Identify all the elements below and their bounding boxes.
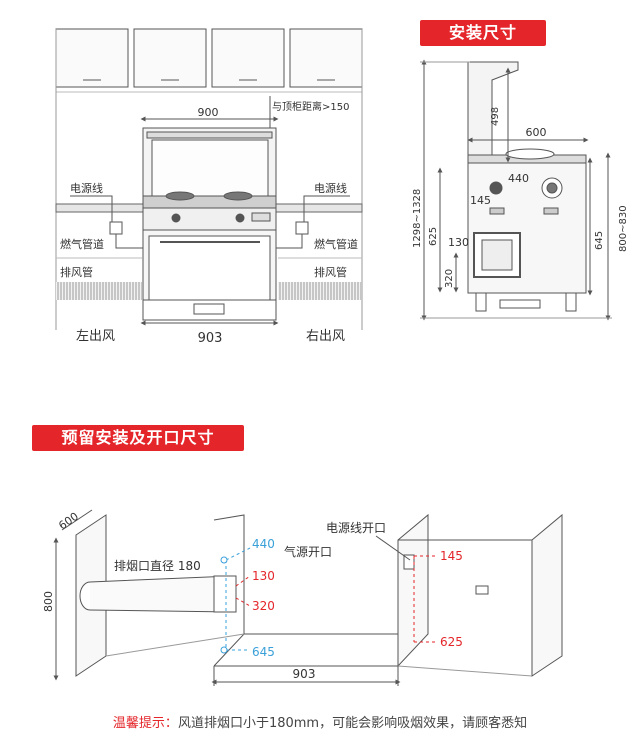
exhaust-diameter-label: 排烟口直径 180	[114, 559, 201, 573]
power-opening-label: 电源线开口	[326, 521, 386, 535]
front-dim-900: 900	[198, 106, 219, 119]
footer-warning: 温馨提示：风道排烟口小于180mm，可能会影响吸烟效果，请顾客悉知	[0, 712, 640, 731]
warning-label: 温馨提示：	[112, 716, 178, 731]
side-dim-800-830: 800~830	[618, 205, 629, 252]
opening-dim-145: 145	[440, 549, 463, 563]
power-opening-leader	[375, 535, 411, 561]
exhaust-right-label: 排风管	[314, 265, 347, 279]
opening-dim-320: 320	[252, 599, 275, 613]
left-outlet-label: 左出风	[76, 329, 115, 344]
gas-floor-marker	[220, 646, 228, 654]
right-outlet-label: 右出风	[306, 329, 345, 344]
power-opening-guides	[235, 555, 436, 643]
reserved-opening-banner: 预留安装及开口尺寸	[32, 425, 244, 451]
side-dim-440: 440	[508, 172, 529, 185]
side-dim-130: 130	[448, 236, 469, 249]
exhaust-left-label: 排风管	[60, 265, 93, 279]
install-size-banner: 安装尺寸	[420, 20, 546, 46]
opening-dim-903: 903	[293, 667, 316, 681]
side-dim-1298-1328: 1298~1328	[412, 189, 423, 248]
side-view	[420, 59, 612, 321]
power-line-right-label: 电源线	[314, 181, 347, 195]
gas-pipe-left-label: 燃气管道	[60, 237, 104, 251]
power-line-left-label: 电源线	[70, 181, 103, 195]
side-dim-625: 625	[428, 227, 439, 246]
opening-view	[53, 509, 563, 686]
opening-dim-625: 625	[440, 635, 463, 649]
opening-dim-800: 800	[42, 591, 55, 612]
cabinet-distance-note: 与顶柜距离>150	[272, 100, 349, 113]
front-view	[55, 28, 363, 330]
gas-opening-guides	[225, 547, 251, 651]
opening-dim-645: 645	[252, 645, 275, 659]
side-dim-645: 645	[594, 231, 605, 250]
side-dim-145: 145	[470, 194, 491, 207]
opening-dim-130: 130	[252, 569, 275, 583]
front-dim-903: 903	[198, 331, 223, 346]
side-dim-320: 320	[444, 269, 455, 288]
opening-dim-440: 440	[252, 537, 275, 551]
side-dim-498: 498	[490, 107, 501, 126]
warning-text: 风道排烟口小于180mm，可能会影响吸烟效果，请顾客悉知	[177, 716, 528, 731]
gas-opening-marker	[220, 556, 228, 564]
gas-opening-label: 气源开口	[284, 544, 332, 559]
gas-pipe-right-label: 燃气管道	[314, 237, 358, 251]
opening-dim-600: 600	[56, 510, 81, 533]
side-dim-600: 600	[526, 126, 547, 139]
